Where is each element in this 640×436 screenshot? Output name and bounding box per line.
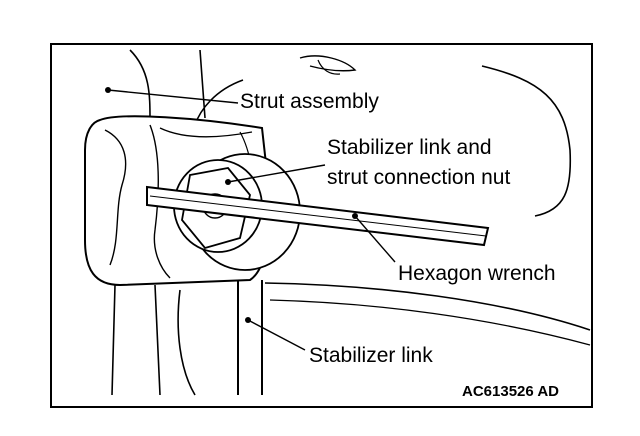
leader-hexagon-wrench [354, 215, 396, 263]
bracket-fold-2 [149, 124, 171, 279]
label-nut-line2: strut connection nut [327, 166, 511, 189]
lower-strut [111, 284, 196, 396]
label-strut-assembly: Strut assembly [240, 90, 379, 113]
body-curve-bottom [264, 282, 591, 331]
label-hexagon-wrench: Hexagon wrench [398, 262, 556, 285]
wrench-edge [149, 195, 487, 237]
strut-upper [129, 49, 244, 126]
figure-frame [50, 43, 593, 408]
spring-coil [299, 55, 357, 72]
bracket-fold-3 [159, 127, 253, 138]
spring-coil-2 [317, 59, 341, 75]
body-curve-top [481, 65, 572, 217]
label-nut-line1: Stabilizer link and [327, 136, 492, 159]
leader-nut [227, 164, 326, 183]
bracket-fold-1 [104, 129, 127, 266]
leader-stabilizer-link [247, 319, 306, 351]
label-stabilizer-link: Stabilizer link [309, 344, 433, 367]
leader-strut-assembly [107, 89, 239, 104]
body-curve-bottom2 [269, 299, 591, 346]
stabilizer-link-rod [237, 280, 263, 395]
figure-code: AC613526 AD [462, 383, 559, 400]
